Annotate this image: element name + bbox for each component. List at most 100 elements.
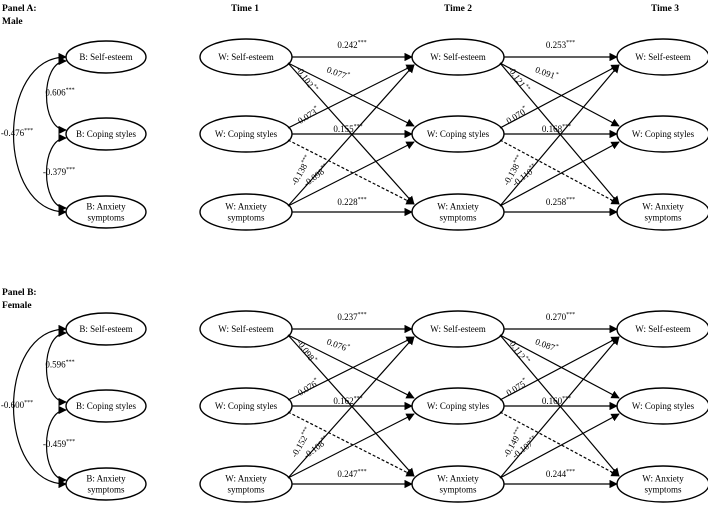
label-paths_t1_t2-se-cs: 0.076*	[325, 337, 350, 354]
label-paths_t1_t2-cs-se: 0.076*	[296, 377, 321, 398]
label-paths_t1_t2-cs-cs: 0.162***	[333, 396, 362, 406]
label-paths_t1_t2-se-ax: -0.098*	[295, 338, 318, 365]
within-node-t2-anxiety-label: W: Anxiety	[437, 202, 479, 212]
between-node-anxiety-label: symptoms	[87, 485, 125, 495]
between-node-self-esteem: B: Self-esteem	[65, 312, 147, 346]
within-node-t2-self-esteem-label: W: Self-esteem	[430, 52, 485, 62]
corr-label-cs-ax: -0.459***	[43, 439, 75, 449]
within-node-t1-coping-label: W: Coping styles	[215, 401, 278, 411]
path-arrow-t2-cs-to-ax	[499, 139, 620, 205]
corr-label-se-cs: 0.596***	[45, 360, 74, 370]
label-paths_t2_t3-cs-se: 0.075*	[504, 377, 529, 398]
within-node-t3-self-esteem-label: W: Self-esteem	[635, 324, 690, 334]
between-node-self-esteem-label: B: Self-esteem	[79, 52, 132, 62]
between-node-anxiety-label: B: Anxiety	[86, 202, 126, 212]
panel-a-subtitle: Male	[2, 17, 23, 27]
within-node-t2-self-esteem-label: W: Self-esteem	[430, 324, 485, 334]
within-node-t3-coping: W: Coping styles	[616, 387, 708, 425]
path-arrow-t1-ax-to-cs	[287, 141, 415, 207]
corr-label-se-ax: -0.600***	[1, 400, 33, 410]
within-node-t3-anxiety-label: W: Anxiety	[642, 474, 684, 484]
corr-arc-cs-ax	[45, 405, 67, 485]
within-node-t3-coping-label: W: Coping styles	[632, 129, 695, 139]
path-arrow-t1-cs-to-ax	[287, 139, 415, 205]
within-node-t3-anxiety-label: symptoms	[644, 213, 682, 223]
between-node-anxiety-label: symptoms	[87, 213, 125, 223]
path-arrow-t2-ax-to-se	[499, 64, 620, 207]
within-node-t2-self-esteem: W: Self-esteem	[411, 310, 505, 348]
label-paths_t1_t2-ax-ax: 0.228***	[337, 197, 366, 207]
path-arrow-t1-se-to-cs	[287, 62, 415, 127]
panel-a-title: Panel A:	[2, 4, 37, 14]
within-node-t1-self-esteem-label: W: Self-esteem	[218, 324, 273, 334]
within-node-t1-coping: W: Coping styles	[199, 115, 293, 153]
within-node-t1-anxiety-label: W: Anxiety	[225, 474, 267, 484]
within-node-t1-self-esteem: W: Self-esteem	[199, 38, 293, 76]
path-arrow-t2-cs-to-se	[499, 336, 620, 401]
path-arrow-t1-ax-to-cs	[287, 413, 415, 479]
path-arrow-t2-se-to-cs	[499, 334, 620, 399]
within-node-t1-coping-label: W: Coping styles	[215, 129, 278, 139]
between-node-coping-label: B: Coping styles	[76, 129, 137, 139]
corr-arc-se-ax	[12, 324, 67, 489]
within-node-t1-coping: W: Coping styles	[199, 387, 293, 425]
within-node-t1-self-esteem-label: W: Self-esteem	[218, 52, 273, 62]
header-time-3: Time 3	[651, 4, 679, 14]
header-time-2: Time 2	[444, 4, 472, 14]
corr-arc-cs-ax	[45, 133, 67, 213]
path-arrow-t2-ax-to-se	[499, 336, 620, 479]
label-paths_t2_t3-se-cs: 0.087*	[534, 337, 559, 354]
label-paths_t2_t3-se-se: 0.253***	[546, 40, 575, 50]
between-node-coping: B: Coping styles	[65, 389, 147, 423]
within-node-t3-self-esteem: W: Self-esteem	[616, 310, 708, 348]
label-paths_t2_t3-se-ax: -0.121**	[506, 64, 531, 94]
between-node-coping-label: B: Coping styles	[76, 401, 137, 411]
within-node-t3-coping: W: Coping styles	[616, 115, 708, 153]
path-arrow-t1-cs-to-se	[287, 336, 415, 401]
within-node-t1-anxiety-label: symptoms	[227, 213, 265, 223]
path-arrow-t2-ax-to-cs	[499, 141, 620, 207]
between-node-anxiety-label: B: Anxiety	[86, 474, 126, 484]
panel-b-title: Panel B:	[2, 288, 37, 298]
label-paths_t2_t3-cs-cs: 0.168***	[542, 124, 571, 134]
path-arrow-t1-cs-to-ax	[287, 411, 415, 477]
label-paths_t1_t2-se-cs: 0.077*	[325, 65, 350, 82]
label-paths_t1_t2-ax-ax: 0.247***	[337, 469, 366, 479]
label-paths_t2_t3-se-se: 0.270***	[546, 312, 575, 322]
within-node-t2-anxiety-label: symptoms	[439, 485, 477, 495]
label-paths_t1_t2-se-ax: -0.102**	[294, 64, 319, 94]
panels-layer: B: Self-esteem B: Coping styles B: Anxiety…	[1, 38, 708, 503]
within-node-t2-self-esteem: W: Self-esteem	[411, 38, 505, 76]
between-node-coping: B: Coping styles	[65, 117, 147, 151]
panel-b-subtitle: Female	[2, 301, 32, 311]
within-node-t2-coping-label: W: Coping styles	[427, 129, 490, 139]
within-node-t2-coping-label: W: Coping styles	[427, 401, 490, 411]
within-node-t3-anxiety-label: W: Anxiety	[642, 202, 684, 212]
label-paths_t2_t3-ax-ax: 0.258***	[546, 197, 575, 207]
within-node-t2-coping: W: Coping styles	[411, 387, 505, 425]
label-paths_t2_t3-cs-se: 0.070*	[504, 105, 529, 126]
between-node-self-esteem: B: Self-esteem	[65, 40, 147, 74]
within-node-t3-self-esteem-label: W: Self-esteem	[635, 52, 690, 62]
within-node-t3-coping-label: W: Coping styles	[632, 401, 695, 411]
corr-label-cs-ax: -0.379***	[43, 167, 75, 177]
within-node-t2-anxiety-label: W: Anxiety	[437, 474, 479, 484]
corr-label-se-ax: -0.476***	[1, 128, 33, 138]
path-arrow-t2-se-to-cs	[499, 62, 620, 127]
between-node-self-esteem-label: B: Self-esteem	[79, 324, 132, 334]
label-paths_t1_t2-cs-cs: 0.155***	[333, 124, 362, 134]
path-arrow-t2-cs-to-ax	[499, 411, 620, 477]
label-paths_t1_t2-cs-se: 0.073*	[296, 105, 321, 126]
within-node-t2-anxiety-label: symptoms	[439, 213, 477, 223]
header-time-1: Time 1	[231, 4, 259, 14]
label-paths_t1_t2-se-se: 0.237***	[337, 312, 366, 322]
path-arrow-t2-ax-to-cs	[499, 413, 620, 479]
within-node-t1-anxiety-label: W: Anxiety	[225, 202, 267, 212]
